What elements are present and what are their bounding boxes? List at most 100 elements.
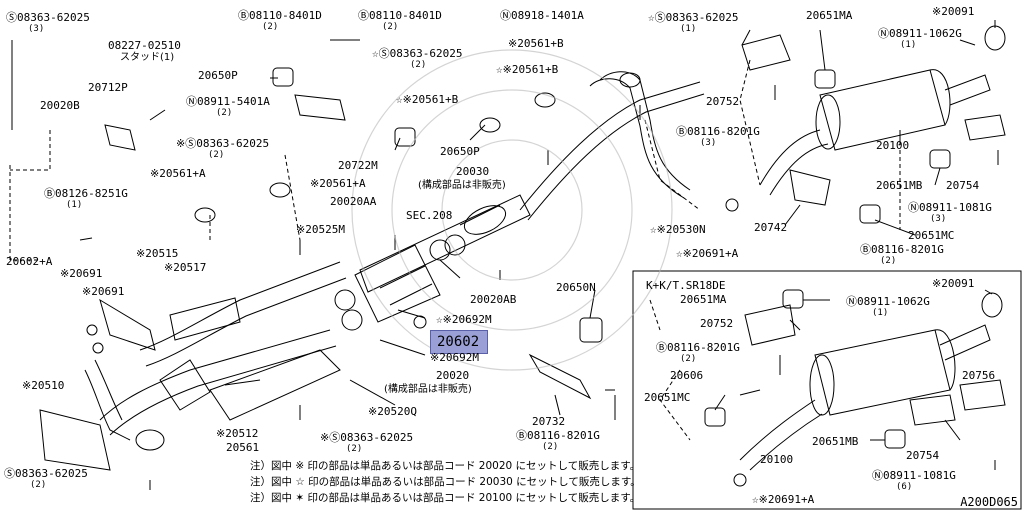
part-20561b-label-3: ☆※20561+B xyxy=(396,93,459,106)
inset-part-20752-label: 20752 xyxy=(700,317,734,330)
hangers-and-brackets xyxy=(104,34,1006,449)
inset-part-20756-label: 20756 xyxy=(962,369,996,382)
heat-shield-20520q xyxy=(169,297,341,421)
nut-08911-5401a-label: Ⓝ08911-5401A xyxy=(186,95,270,108)
part-20722m-label: 20722M xyxy=(338,159,378,172)
part-20692m-label-2: ※20692M xyxy=(430,351,479,364)
part-20525m-label: ※20525M xyxy=(296,223,345,236)
not-sold-note-2: (構成部品は非販売) xyxy=(384,384,472,395)
watermark-emblem xyxy=(351,49,673,371)
part-20020ab-label: 20020AB xyxy=(470,293,517,306)
part-20515-label: ※20515 xyxy=(136,247,179,260)
inset-part-20606-label: 20606 xyxy=(670,369,704,382)
qty-label: (2) xyxy=(410,60,427,70)
qty-label: (2) xyxy=(216,108,233,118)
inset-part-20651mb-label: 20651MB xyxy=(812,435,859,448)
qty-label: (2) xyxy=(542,442,559,452)
note-line-2: 注）図中 ☆ 印の部品は単品あるいは部品コード 20030 にセットして販売しま… xyxy=(250,476,641,488)
highlighted-part-20602[interactable]: 20602 xyxy=(430,330,488,354)
part-20561-label: 20561 xyxy=(226,441,260,454)
bolt-08363-62025-label-tr: ☆Ⓢ08363-62025 xyxy=(648,11,739,24)
part-20561a-label-2: ※20561+A xyxy=(310,177,366,190)
part-20742-label: 20742 xyxy=(754,221,788,234)
inset-bolt-08116-8201g-label: Ⓑ08116-8201G xyxy=(656,341,740,354)
part-20091-label: ※20091 xyxy=(932,5,975,18)
bolt-08363-62025-label-l2: ※Ⓢ08363-62025 xyxy=(176,137,270,150)
note-line-3: 注）図中 ✶ 印の部品は単品あるいは部品コード 20100 にセットして販売しま… xyxy=(250,492,641,504)
part-20651mc-label: 20651MC xyxy=(908,229,955,242)
qty-label: (2) xyxy=(880,256,897,266)
part-20650p-label: 20650P xyxy=(198,69,238,82)
part-20517-label: ※20517 xyxy=(164,261,207,274)
part-20754-label: 20754 xyxy=(946,179,980,192)
bolt-08116-8201g-label: Ⓑ08116-8201G xyxy=(676,125,760,138)
part-20691-label: ※20691 xyxy=(60,267,103,280)
inset-part-20100-label: 20100 xyxy=(760,453,794,466)
bolt-08363-62025-label-bl: Ⓢ08363-62025 xyxy=(4,467,88,480)
inset-part-20651ma-label: 20651MA xyxy=(680,293,727,306)
qty-label: (1) xyxy=(872,308,889,318)
part-20561b-label-2: ☆※20561+B xyxy=(496,63,559,76)
diagram-code: A200D065 xyxy=(960,495,1018,509)
part-20512-label: ※20512 xyxy=(216,427,259,440)
catalytic-converter xyxy=(354,244,441,323)
bolt-08363-62025-label-bm: ※Ⓢ08363-62025 xyxy=(320,431,414,444)
qty-label: (2) xyxy=(30,480,47,490)
not-sold-note: (構成部品は非販売) xyxy=(418,180,506,191)
stud-label: スタッド(1) xyxy=(120,52,175,63)
part-20510-label: ※20510 xyxy=(22,379,65,392)
center-pipe-upper xyxy=(519,71,705,221)
qty-label: (6) xyxy=(896,482,913,492)
bolt-08126-8251g-label: Ⓑ08126-8251G xyxy=(44,187,128,200)
part-20732-label: 20732 xyxy=(532,415,566,428)
bolt-08116-8201g-label-2: Ⓑ08116-8201G xyxy=(860,243,944,256)
bolt-08110-8401d-label: Ⓑ08110-8401D xyxy=(238,9,322,22)
qty-label: (3) xyxy=(28,24,45,34)
part-20650n-label: 20650N xyxy=(556,281,596,294)
qty-label: (2) xyxy=(262,22,279,32)
leader-lines xyxy=(9,59,901,441)
bolt-08110-8401d-label-2: Ⓑ08110-8401D xyxy=(358,9,442,22)
nut-08918-1401a-label: Ⓝ08918-1401A xyxy=(500,9,584,22)
exhaust-manifold xyxy=(39,298,156,471)
section-208-label: SEC.208 xyxy=(406,209,453,222)
part-20030-label: 20030 xyxy=(456,165,490,178)
part-20561a-label: ※20561+A xyxy=(150,167,206,180)
part-20651mb-label: 20651MB xyxy=(876,179,923,192)
qty-label: (3) xyxy=(700,138,717,148)
inset-nut-08911-1081g-label: Ⓝ08911-1081G xyxy=(872,469,956,482)
center-pipe-20030 xyxy=(359,194,531,293)
qty-label: (2) xyxy=(382,22,399,32)
part-20650p-label-mid: 20650P xyxy=(440,145,480,158)
part-20020-label: 20020 xyxy=(436,369,470,382)
stud-08227-02510-label: 08227-02510 xyxy=(108,39,181,52)
inset-title: K+K/T.SR18DE xyxy=(646,279,726,292)
qty-label: (1) xyxy=(66,200,83,210)
part-20712p-label: 20712P xyxy=(88,81,128,94)
highlighted-part-number: 20602 xyxy=(437,334,480,350)
qty-label: (2) xyxy=(346,444,363,454)
clamps-and-gaskets xyxy=(86,25,1006,487)
inset-part-20691a-label: ☆※20691+A xyxy=(752,493,815,506)
inset-frame xyxy=(632,270,1022,510)
qty-label: (1) xyxy=(680,24,697,34)
qty-label: (1) xyxy=(900,40,917,50)
inset-part-20754-label: 20754 xyxy=(906,449,940,462)
part-20651ma-label: 20651MA xyxy=(806,9,853,22)
rear-muffler-inset xyxy=(739,324,991,471)
part-20691a-label: ☆※20691+A xyxy=(676,247,739,260)
inset-part-20091-label: ※20091 xyxy=(932,277,975,290)
part-callout-lines xyxy=(224,20,996,441)
part-20020aa-label: 20020AA xyxy=(330,195,377,208)
inset-part-20651mc-label: 20651MC xyxy=(644,391,691,404)
qty-label: (3) xyxy=(930,214,947,224)
bolt-08363-62025-label: Ⓢ08363-62025 xyxy=(6,11,90,24)
bolts xyxy=(11,39,999,490)
part-20561b-label: ※20561+B xyxy=(508,37,564,50)
part-20752-label: 20752 xyxy=(706,95,740,108)
part-20692m-label: ☆※20692M xyxy=(436,313,492,326)
part-20691-label-2: ※20691 xyxy=(82,285,125,298)
part-20520q-label: ※20520Q xyxy=(368,405,417,418)
